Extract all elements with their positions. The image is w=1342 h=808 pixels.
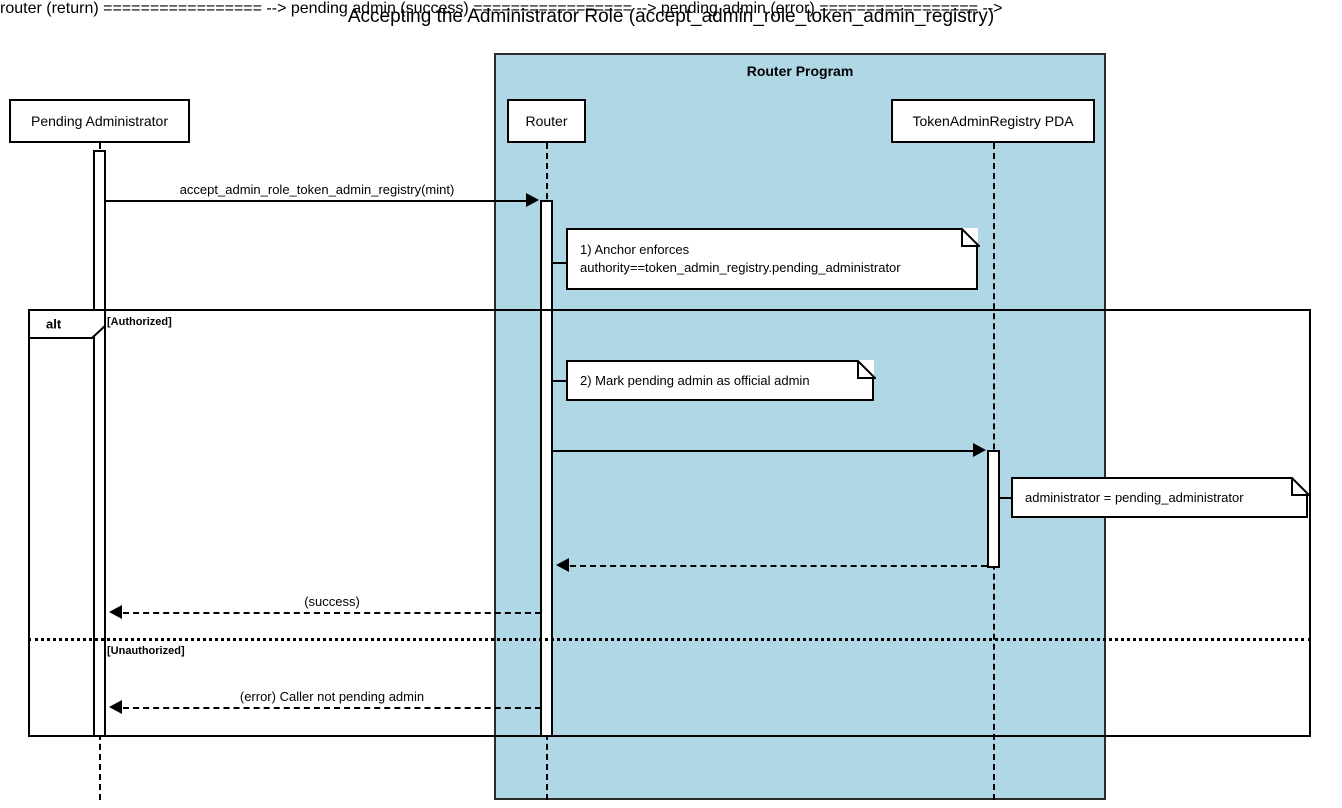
note-connector-3 <box>1000 497 1012 499</box>
message-line-router-to-registry <box>553 450 975 452</box>
activation-pending-administrator <box>93 150 106 737</box>
group-box-router-program: Router Program <box>494 53 1106 800</box>
message-arrowhead-registry-return <box>556 558 569 572</box>
message-line-success <box>123 612 541 614</box>
note-mark-pending-admin: 2) Mark pending admin as official admin <box>566 358 878 401</box>
activation-token-admin-registry-pda <box>987 450 1000 568</box>
note-fold-corner <box>961 226 982 247</box>
message-label-error: (error) Caller not pending admin <box>239 689 425 704</box>
note-text-line-1: 2) Mark pending admin as official admin <box>580 372 810 388</box>
note-text: 1) Anchor enforces authority==token_admi… <box>580 228 956 290</box>
note-administrator-assignment: administrator = pending_administrator <box>1011 475 1312 518</box>
message-line-registry-return <box>570 565 987 567</box>
message-label-success: (success) <box>304 594 360 609</box>
note-text: administrator = pending_administrator <box>1025 477 1286 518</box>
message-arrowhead-error <box>109 700 122 714</box>
fragment-guard-authorized: [Authorized] <box>107 316 172 328</box>
note-fold-corner <box>1291 475 1312 496</box>
note-fold-corner <box>857 358 878 379</box>
note-text-line-1: 1) Anchor enforces <box>580 242 690 257</box>
message-label-accept-admin-role: accept_admin_role_token_admin_registry(m… <box>179 182 455 197</box>
note-body <box>566 360 874 401</box>
fragment-operator-label: alt <box>46 316 62 332</box>
note-anchor-enforces: 1) Anchor enforces authority==token_admi… <box>566 226 982 290</box>
note-body <box>1011 477 1308 518</box>
note-text-line-1: administrator = pending_administrator <box>1025 489 1244 505</box>
message-arrowhead-router-to-registry <box>973 443 986 457</box>
note-text: 2) Mark pending admin as official admin <box>580 360 852 401</box>
participant-router[interactable]: Router <box>507 99 586 143</box>
participant-token-admin-registry-pda[interactable]: TokenAdminRegistry PDA <box>891 99 1095 143</box>
participant-label: Pending Administrator <box>31 113 168 129</box>
note-connector-2 <box>553 380 567 382</box>
group-box-title: Router Program <box>746 63 854 79</box>
note-body <box>566 228 978 290</box>
activation-router <box>540 200 553 737</box>
fragment-divider <box>28 638 1311 641</box>
note-connector-1 <box>553 262 567 264</box>
participant-label: TokenAdminRegistry PDA <box>912 113 1074 129</box>
message-arrowhead-success <box>109 605 122 619</box>
message-line-accept-admin-role <box>106 200 528 202</box>
fragment-guard-unauthorized: [Unauthorized] <box>107 645 185 657</box>
participant-label: Router <box>525 113 568 129</box>
page-title: Accepting the Administrator Role (accept… <box>347 6 995 27</box>
fragment-operator-box: alt <box>28 309 106 339</box>
participant-pending-administrator[interactable]: Pending Administrator <box>9 99 190 143</box>
message-arrowhead-accept-admin-role <box>526 193 539 207</box>
message-line-error <box>123 707 541 709</box>
note-text-line-2: authority==token_admin_registry.pending_… <box>580 260 901 275</box>
